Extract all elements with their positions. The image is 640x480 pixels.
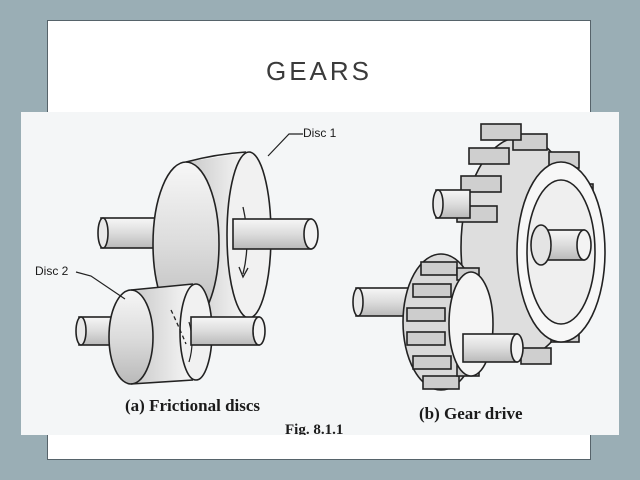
figure-number: Fig. 8.1.1 — [285, 422, 344, 435]
frictional-discs — [75, 133, 319, 385]
pinion-shaft-right — [462, 333, 518, 363]
gear-drive — [352, 123, 606, 391]
upper-shaft-left-end — [97, 217, 109, 249]
slide-title: GEARS — [265, 56, 373, 86]
disc2-leader — [75, 271, 126, 300]
gears-illustration — [75, 123, 606, 391]
disc2-label: Disc 2 — [35, 264, 69, 278]
large-gear-hub — [530, 224, 552, 266]
lower-shaft-right — [190, 316, 260, 346]
caption-frictional-discs: (a) Frictional discs — [125, 396, 261, 415]
disc2-back-face — [108, 289, 154, 385]
gears-figure: Disc 1 Disc 2 (a) Frictional discs (b) G… — [21, 112, 619, 435]
disc1-leader — [267, 133, 303, 157]
upper-shaft-left — [100, 217, 162, 249]
disc1-label: Disc 1 — [303, 126, 337, 140]
upper-shaft-right — [232, 218, 312, 250]
caption-gear-drive: (b) Gear drive — [419, 404, 523, 423]
upper-shaft-right-end — [303, 218, 319, 250]
